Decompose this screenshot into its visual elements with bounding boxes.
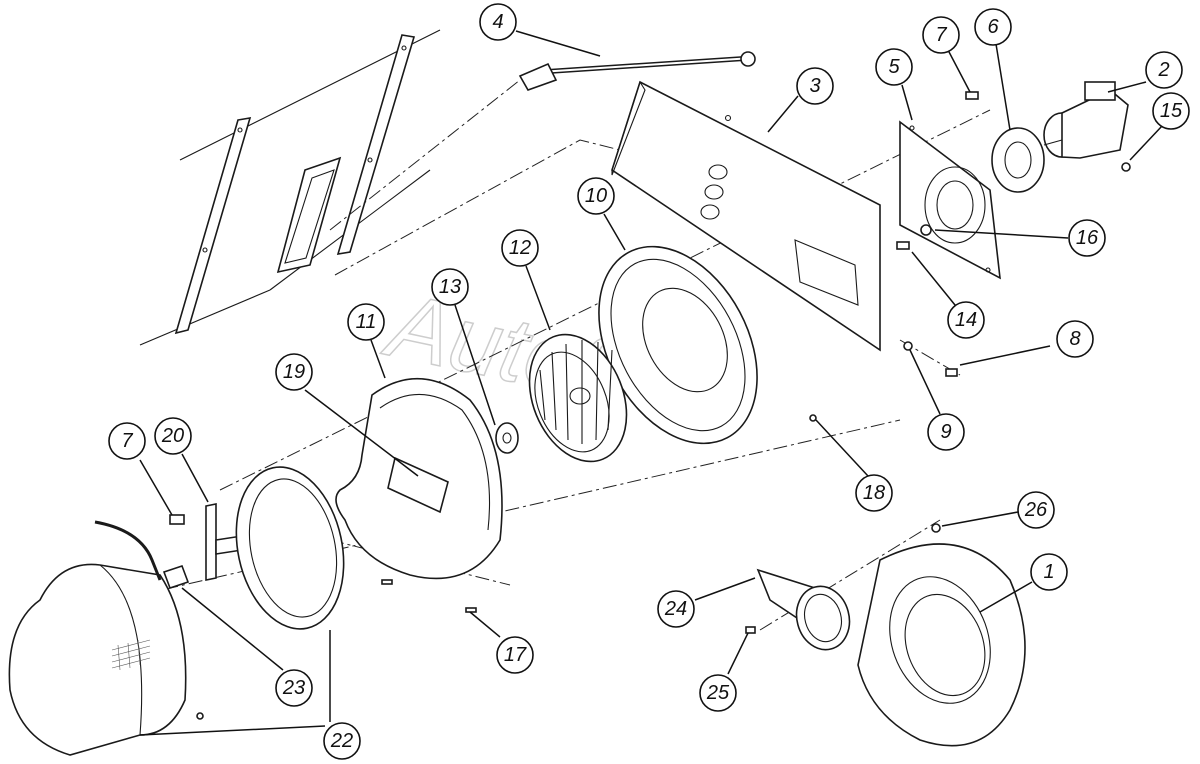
svg-text:16: 16 [1076,227,1099,249]
callout-2: 2 [1145,51,1183,89]
fasteners [169,91,1131,720]
callout-7-top: 7 [922,16,960,54]
svg-text:11: 11 [356,311,377,333]
callout-7-left: 7 [108,422,146,460]
svg-text:2: 2 [1157,59,1169,81]
part-24-duct [756,568,851,651]
part-1-outlet-housing [857,543,1026,747]
callout-10: 10 [577,177,615,215]
svg-text:7: 7 [935,24,947,46]
svg-text:15: 15 [1160,100,1183,122]
svg-text:10: 10 [585,185,607,207]
svg-text:22: 22 [330,730,353,752]
callout-18: 18 [855,474,893,512]
callout-25: 25 [699,674,737,712]
svg-text:19: 19 [283,361,305,383]
svg-text:5: 5 [888,56,900,78]
svg-text:6: 6 [987,16,999,38]
callout-20: 20 [154,417,192,455]
part-23-cable [94,520,190,590]
callout-15: 15 [1152,92,1190,130]
callout-8: 8 [1056,320,1094,358]
svg-text:13: 13 [439,276,461,298]
callout-5: 5 [875,48,913,86]
svg-text:26: 26 [1024,499,1048,521]
svg-text:20: 20 [161,425,184,447]
callout-1: 1 [1030,553,1068,591]
callout-11: 11 [347,303,385,341]
svg-text:7: 7 [121,430,133,452]
part-22-cover [8,563,187,756]
part-3-base-plate [611,80,881,352]
part-6-gasket [991,127,1045,193]
svg-text:4: 4 [492,11,503,33]
callout-13: 13 [431,268,469,306]
svg-text:12: 12 [509,237,531,259]
svg-text:25: 25 [706,682,730,704]
callout-6: 6 [974,8,1012,46]
svg-text:3: 3 [809,75,820,97]
svg-text:17: 17 [504,644,527,666]
svg-text:24: 24 [664,598,687,620]
svg-text:1: 1 [1043,561,1054,583]
callout-23: 23 [275,669,313,707]
callout-9: 9 [927,413,965,451]
part-11-blower-housing [335,377,503,580]
svg-text:14: 14 [955,309,977,331]
part-5-flange [899,120,1001,280]
part-4-rod [518,51,756,91]
leader-lines [139,30,1163,736]
callout-3: 3 [796,67,834,105]
callout-14: 14 [947,301,985,339]
callout-19: 19 [275,353,313,391]
callout-12: 12 [501,229,539,267]
part-13-hub [495,422,519,454]
callout-26: 26 [1017,491,1055,529]
callout-16: 16 [1068,219,1106,257]
mesh-grille [111,639,151,671]
callout-24: 24 [657,590,695,628]
svg-text:8: 8 [1069,328,1080,350]
svg-text:9: 9 [940,421,951,443]
callout-4: 4 [479,3,517,41]
svg-text:18: 18 [863,482,885,504]
part-22-front-ring [235,466,345,630]
callout-17: 17 [496,636,534,674]
svg-text:23: 23 [282,677,305,699]
mounting-frame [139,29,441,346]
part-2-pump [1043,81,1129,159]
callout-22: 22 [323,722,361,760]
part-12-blower-wheel [528,333,628,463]
